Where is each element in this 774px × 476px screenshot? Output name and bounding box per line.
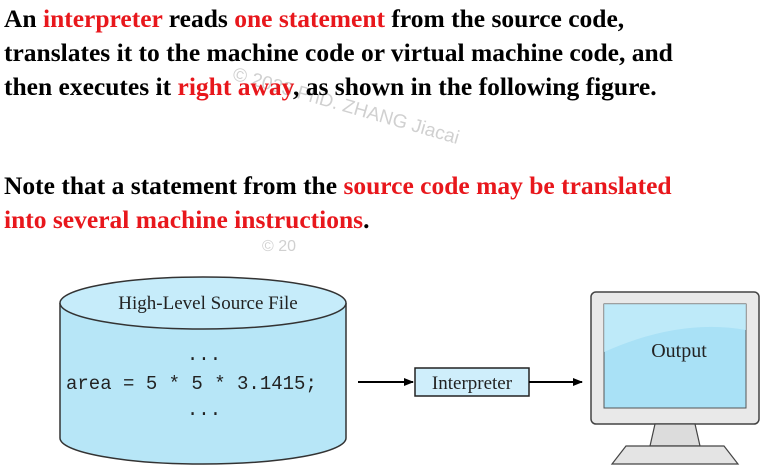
source-file-cylinder <box>59 276 347 465</box>
highlight-machine-instructions: into several machine instructions <box>4 205 364 234</box>
paragraph-interpreter-description: An interpreter reads one statement from … <box>4 2 772 104</box>
text-segment: Note that a statement from the <box>4 171 344 200</box>
interpreter-box <box>414 367 530 397</box>
text-segment: then executes it <box>4 72 178 101</box>
source-file-label: High-Level Source File <box>118 293 297 314</box>
highlight-right-away: right away <box>177 72 293 101</box>
highlight-one-statement: one statement <box>234 4 386 33</box>
text-segment: An <box>4 4 43 33</box>
code-statement: area = 5 * 5 * 3.1415; <box>66 373 317 395</box>
highlight-interpreter: interpreter <box>42 4 163 33</box>
paragraph-translation-note: Note that a statement from the source co… <box>4 169 772 237</box>
text-segment: reads <box>162 4 235 33</box>
interpreter-label: Interpreter <box>432 373 513 394</box>
ellipsis-bottom: ... <box>187 399 221 421</box>
output-label: Output <box>651 340 707 362</box>
text-segment: . <box>363 205 370 234</box>
text-segment: from the source code, <box>385 4 625 33</box>
text-segment: , as shown in the following figure. <box>292 72 657 101</box>
monitor-icon <box>590 291 760 465</box>
highlight-source-code-translated: source code may be translated <box>343 171 672 200</box>
text-line: translates it to the machine code or vir… <box>4 38 673 67</box>
ellipsis-top: ... <box>187 344 221 366</box>
